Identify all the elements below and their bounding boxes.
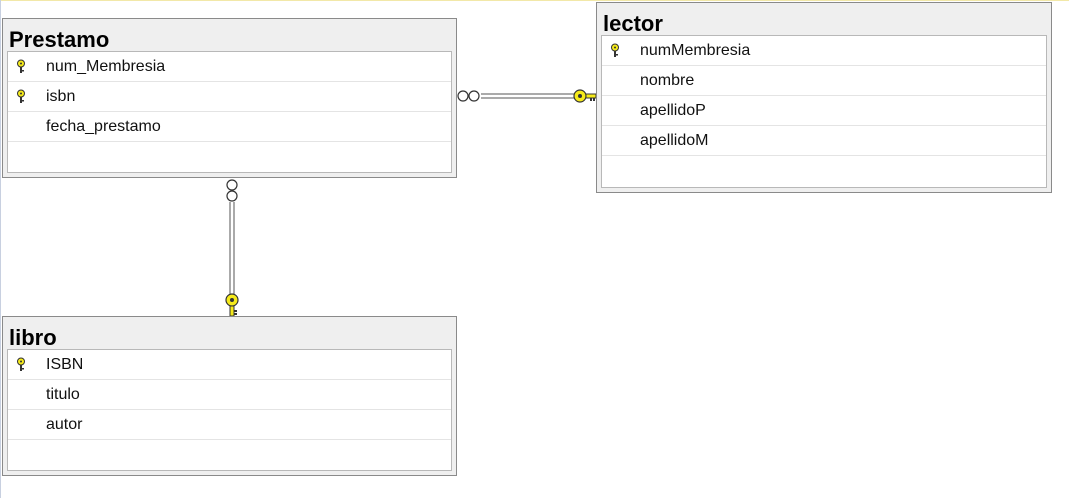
column-name: fecha_prestamo xyxy=(46,118,161,135)
table-title: Prestamo xyxy=(9,27,110,52)
table-lector[interactable]: lector numMembresia nombre apellidoP ape… xyxy=(596,2,1052,193)
column-name: autor xyxy=(46,416,83,433)
infinity-icon xyxy=(226,179,238,202)
relationship-prestamo-lector[interactable] xyxy=(457,89,597,103)
column-row[interactable]: num_Membresia xyxy=(8,52,451,82)
primary-key-icon xyxy=(14,59,28,75)
column-name: apellidoP xyxy=(640,102,706,119)
column-name: ISBN xyxy=(46,356,84,373)
table-prestamo[interactable]: Prestamo num_Membresia isbn fecha_presta… xyxy=(2,18,457,178)
column-list: num_Membresia isbn fecha_prestamo xyxy=(7,51,452,173)
primary-key-icon xyxy=(608,43,622,59)
column-row[interactable]: autor xyxy=(8,410,451,440)
primary-key-icon xyxy=(14,89,28,105)
column-list: ISBN titulo autor xyxy=(7,349,452,471)
infinity-icon xyxy=(457,90,480,102)
column-row[interactable]: titulo xyxy=(8,380,451,410)
column-row[interactable]: fecha_prestamo xyxy=(8,112,451,142)
column-name: isbn xyxy=(46,88,76,105)
key-icon xyxy=(573,89,597,103)
column-list: numMembresia nombre apellidoP apellidoM xyxy=(601,35,1047,188)
key-icon xyxy=(225,293,239,317)
column-row[interactable]: numMembresia xyxy=(602,36,1046,66)
column-name: apellidoM xyxy=(640,132,709,149)
column-row[interactable]: isbn xyxy=(8,82,451,112)
primary-key-icon xyxy=(14,357,28,373)
table-title: libro xyxy=(9,325,57,350)
relationship-prestamo-libro[interactable] xyxy=(225,179,239,317)
column-name: numMembresia xyxy=(640,42,751,59)
table-title: lector xyxy=(603,11,663,36)
column-name: nombre xyxy=(640,72,695,89)
canvas-top-border xyxy=(0,0,1069,1)
column-name: num_Membresia xyxy=(46,58,166,75)
table-libro[interactable]: libro ISBN titulo autor xyxy=(2,316,457,476)
column-row[interactable]: apellidoM xyxy=(602,126,1046,156)
canvas-left-border xyxy=(0,0,1,498)
column-row[interactable]: apellidoP xyxy=(602,96,1046,126)
column-row[interactable]: nombre xyxy=(602,66,1046,96)
column-row[interactable]: ISBN xyxy=(8,350,451,380)
column-name: titulo xyxy=(46,386,80,403)
